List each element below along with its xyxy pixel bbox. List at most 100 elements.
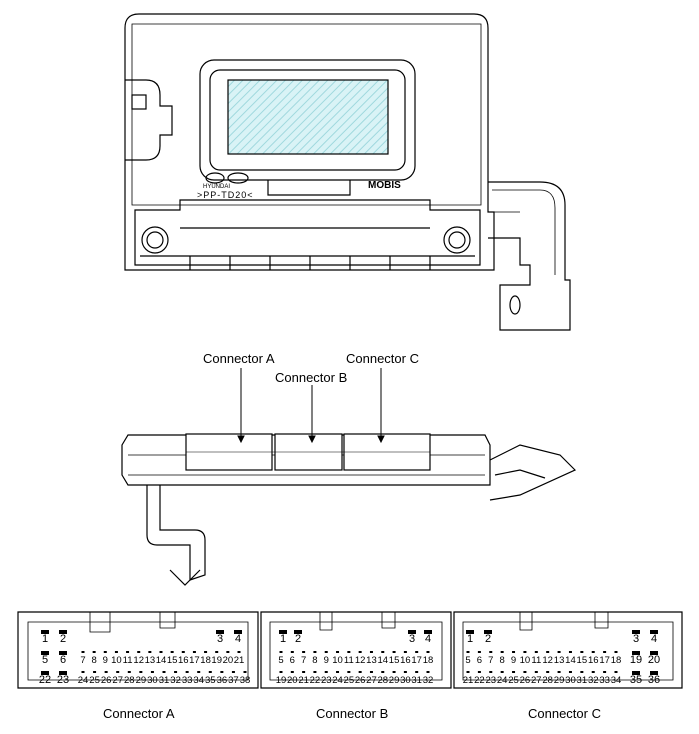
pin-terminal xyxy=(489,671,493,673)
pin-terminal xyxy=(313,651,317,653)
pin-terminal xyxy=(426,671,430,673)
pin-label: 12 xyxy=(542,655,553,666)
pin-label: 38 xyxy=(240,675,251,686)
pin-label: 13 xyxy=(145,655,156,666)
pin-label: 27 xyxy=(366,675,377,686)
pin-terminal xyxy=(650,630,658,634)
pin-label: 29 xyxy=(389,675,400,686)
pin-terminal xyxy=(185,671,189,673)
pin-terminal xyxy=(358,651,362,653)
pin-label: 21 xyxy=(234,655,245,666)
pin-terminal xyxy=(103,651,107,653)
pin-terminal xyxy=(546,671,550,673)
pin-label: 1 xyxy=(42,633,48,645)
pin-label: 26 xyxy=(520,675,531,686)
pin-label: 36 xyxy=(648,674,660,686)
pin-label: 20 xyxy=(223,655,234,666)
pin-terminal xyxy=(290,671,294,673)
pin-label: 17 xyxy=(599,655,610,666)
pin-label: 14 xyxy=(565,655,576,666)
pin-terminal xyxy=(580,651,584,653)
pin-terminal xyxy=(336,651,340,653)
pin-terminal xyxy=(392,651,396,653)
pin-terminal xyxy=(484,630,492,634)
pin-label: 28 xyxy=(542,675,553,686)
pin-terminal xyxy=(403,651,407,653)
pin-terminal xyxy=(523,671,527,673)
pin-terminal xyxy=(603,651,607,653)
pin-label: 19 xyxy=(211,655,222,666)
pin-label: 18 xyxy=(611,655,622,666)
pin-label: 25 xyxy=(508,675,519,686)
pin-label: 27 xyxy=(531,675,542,686)
pin-label: 8 xyxy=(91,655,96,666)
pin-label: 25 xyxy=(89,675,100,686)
pin-label: 11 xyxy=(344,655,354,666)
pin-terminal xyxy=(279,651,283,653)
pin-terminal xyxy=(489,651,493,653)
pin-terminal xyxy=(290,651,294,653)
pin-terminal xyxy=(127,671,131,673)
pin-label: 16 xyxy=(400,655,411,666)
pin-terminal xyxy=(347,671,351,673)
pin-terminal xyxy=(369,671,373,673)
pin-terminal xyxy=(603,671,607,673)
pin-terminal xyxy=(139,671,143,673)
pin-label: 19 xyxy=(630,654,642,666)
pin-label: 5 xyxy=(278,655,283,666)
module-maker-logo: MOBIS xyxy=(368,180,401,191)
pin-label: 17 xyxy=(189,655,200,666)
pin-label: 26 xyxy=(101,675,112,686)
pin-label: 35 xyxy=(630,674,642,686)
pin-terminal xyxy=(415,671,419,673)
callout-connector-b: Connector B xyxy=(275,370,348,385)
pin-terminal xyxy=(226,651,230,653)
module-part-code: >PP-TD20< xyxy=(197,190,254,200)
pin-terminal xyxy=(557,671,561,673)
pin-terminal xyxy=(279,630,287,634)
pin-terminal xyxy=(234,630,242,634)
module-brand-text: HYUNDAI xyxy=(203,184,231,190)
pin-terminal xyxy=(415,651,419,653)
pin-terminal xyxy=(174,671,178,673)
pin-label: 12 xyxy=(355,655,366,666)
pin-label: 8 xyxy=(500,655,505,666)
pin-label: 25 xyxy=(344,675,355,686)
pin-label: 5 xyxy=(465,655,470,666)
pin-label: 16 xyxy=(588,655,599,666)
pin-label: 18 xyxy=(200,655,211,666)
pin-label: 7 xyxy=(488,655,493,666)
pin-label: 3 xyxy=(217,633,223,645)
pin-terminal xyxy=(192,651,196,653)
pin-terminal xyxy=(381,651,385,653)
pin-label: 8 xyxy=(312,655,317,666)
pin-label: 10 xyxy=(332,655,343,666)
pin-terminal xyxy=(650,651,658,655)
pin-label: 7 xyxy=(301,655,306,666)
pin-terminal xyxy=(81,671,85,673)
pin-label: 7 xyxy=(80,655,85,666)
pin-terminal xyxy=(148,651,152,653)
pin-label: 12 xyxy=(133,655,144,666)
pin-label: 24 xyxy=(332,675,343,686)
pin-terminal xyxy=(523,651,527,653)
kia-logo xyxy=(227,172,249,184)
module-side-view xyxy=(121,433,577,586)
pin-terminal xyxy=(92,651,96,653)
pin-terminal xyxy=(116,671,120,673)
pin-label: 13 xyxy=(554,655,565,666)
pin-label: 35 xyxy=(205,675,216,686)
pin-terminal xyxy=(632,671,640,675)
pin-terminal xyxy=(512,651,516,653)
pin-terminal xyxy=(243,671,247,673)
pin-terminal xyxy=(162,671,166,673)
pin-label: 31 xyxy=(411,675,422,686)
pin-terminal xyxy=(220,671,224,673)
caption-connector-c: Connector C xyxy=(528,706,601,721)
pin-label: 13 xyxy=(366,655,377,666)
pin-terminal xyxy=(41,651,49,655)
pin-terminal xyxy=(568,651,572,653)
pin-terminal xyxy=(324,651,328,653)
pin-label: 30 xyxy=(147,675,158,686)
pin-terminal xyxy=(170,651,174,653)
